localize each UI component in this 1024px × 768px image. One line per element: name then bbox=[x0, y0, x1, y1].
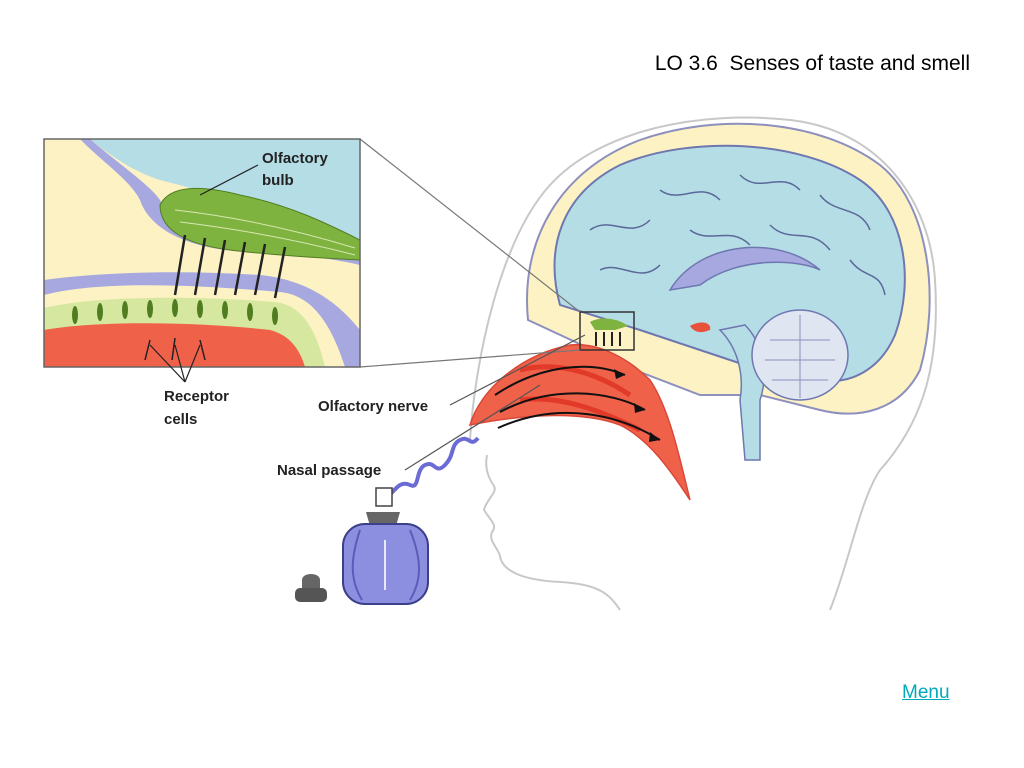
menu-link[interactable]: Menu bbox=[902, 682, 950, 703]
receptor-cells-label: Receptor bbox=[164, 388, 229, 405]
olfactory-inset bbox=[43, 138, 361, 368]
nasal-cavity bbox=[468, 343, 691, 501]
olfactory-bulb-label-2: bulb bbox=[262, 172, 294, 189]
head-outline bbox=[469, 116, 937, 611]
nasal-passage-label: Nasal passage bbox=[277, 462, 381, 479]
receptor-cells-label-2: cells bbox=[164, 411, 197, 428]
brain bbox=[553, 144, 906, 461]
olfactory-bulb-label: Olfactory bbox=[262, 150, 329, 167]
perfume-bottle bbox=[295, 487, 429, 605]
olfactory-nerve-label: Olfactory nerve bbox=[318, 398, 428, 415]
scent-wave bbox=[383, 436, 480, 502]
page-title: LO 3.6 Senses of taste and smell bbox=[654, 52, 970, 75]
zoom-region bbox=[579, 311, 635, 351]
